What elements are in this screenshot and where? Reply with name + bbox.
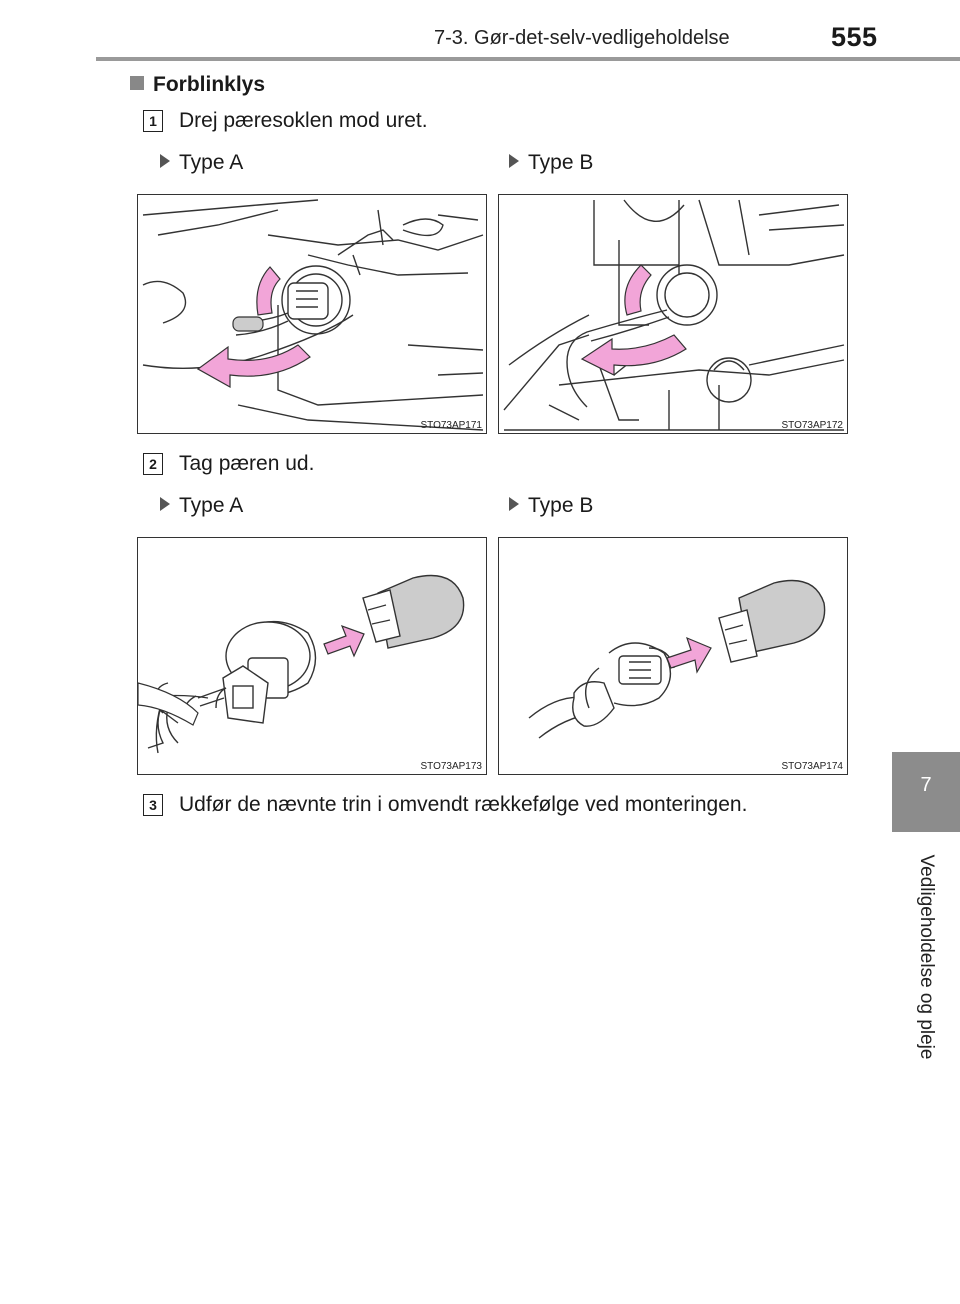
figure-step2-type-a: STO73AP173 bbox=[137, 537, 487, 775]
page-number: 555 bbox=[831, 22, 878, 52]
step-number-2: 2 bbox=[143, 453, 163, 475]
step-text-2: Tag pæren ud. bbox=[179, 452, 315, 475]
step-text-1: Drej pæresoklen mod uret. bbox=[179, 109, 428, 132]
illustration-bulb-removal-b bbox=[528, 579, 826, 739]
section-title: Forblinklys bbox=[130, 73, 265, 97]
section-title-text: Forblinklys bbox=[153, 73, 266, 96]
figure-code: STO73AP173 bbox=[420, 761, 482, 772]
triangle-bullet-icon bbox=[160, 154, 170, 168]
type-label-1b: Type B bbox=[509, 151, 593, 175]
triangle-bullet-icon bbox=[160, 497, 170, 511]
figure-step2-type-b: STO73AP174 bbox=[498, 537, 848, 775]
type-label-2b: Type B bbox=[509, 494, 593, 518]
type-label-text: Type B bbox=[528, 151, 594, 174]
step-number-3: 3 bbox=[143, 794, 163, 816]
chapter-side-label-text: Vedligeholdelse og pleje bbox=[916, 854, 937, 1060]
figure-code: STO73AP172 bbox=[781, 420, 843, 431]
chapter-side-label: Vedligeholdelse og pleje bbox=[892, 832, 960, 1082]
type-label-text: Type A bbox=[179, 151, 244, 174]
header-rule bbox=[96, 57, 960, 61]
figure-code: STO73AP174 bbox=[781, 761, 843, 772]
triangle-bullet-icon bbox=[509, 497, 519, 511]
step-text-3: Udfør de nævnte trin i omvendt rækkefølg… bbox=[179, 793, 748, 816]
type-label-2a: Type A bbox=[160, 494, 243, 518]
square-bullet-icon bbox=[130, 76, 144, 90]
illustration-socket-rotate-b bbox=[503, 199, 845, 431]
type-label-1a: Type A bbox=[160, 151, 243, 175]
type-label-text: Type B bbox=[528, 494, 594, 517]
chapter-tab-number: 7 bbox=[920, 774, 932, 796]
type-label-text: Type A bbox=[179, 494, 244, 517]
illustration-bulb-removal-a bbox=[138, 574, 465, 754]
chapter-header-title: 7-3. Gør-det-selv-vedligeholdelse bbox=[434, 27, 730, 49]
step-number-1: 1 bbox=[143, 110, 163, 132]
illustration-socket-rotate-a bbox=[142, 199, 484, 431]
figure-step1-type-b: STO73AP172 bbox=[498, 194, 848, 434]
figure-code: STO73AP171 bbox=[420, 420, 482, 431]
chapter-tab: 7 bbox=[892, 752, 960, 832]
figure-step1-type-a: STO73AP171 bbox=[137, 194, 487, 434]
triangle-bullet-icon bbox=[509, 154, 519, 168]
